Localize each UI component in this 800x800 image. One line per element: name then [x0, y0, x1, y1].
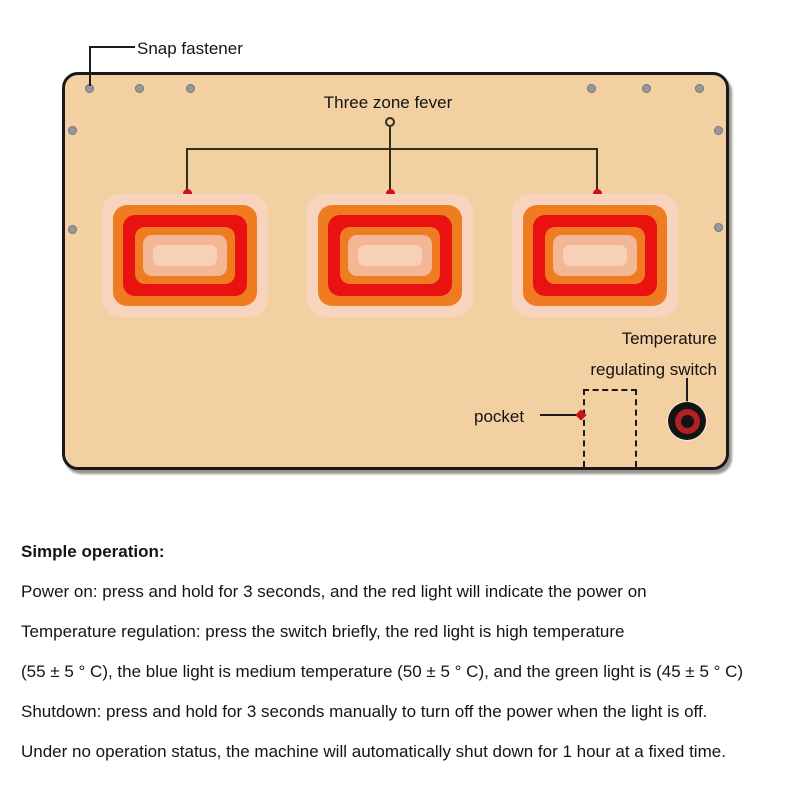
zone-pointer-dot [593, 189, 602, 198]
three-zone-fever-label: Three zone fever [323, 93, 453, 112]
zone-connector-line [389, 127, 391, 191]
snap-fastener-connector-line [89, 46, 91, 86]
zone-pointer-dot [386, 189, 395, 198]
zone-connector-line [186, 148, 188, 193]
circle-marker-icon [385, 117, 395, 127]
instruction-line: Shutdown: press and hold for 3 seconds m… [21, 702, 708, 721]
instructions-title: Simple operation: [21, 542, 165, 561]
temperature-switch-label-line1: Temperature [621, 329, 717, 348]
snap-fastener-connector-line [89, 46, 135, 48]
heating-zone-middle [307, 194, 473, 317]
zone-connector-line [596, 148, 598, 193]
zone-connector-line [187, 148, 598, 150]
instructions-section: Simple operation: Power on: press and ho… [21, 542, 793, 782]
instruction-line: (55 ± 5 ° C), the blue light is medium t… [21, 662, 744, 681]
zone-layer-center [153, 245, 217, 266]
pocket-connector-line [540, 414, 578, 416]
temperature-switch-label: Temperature regulating switch [500, 323, 717, 385]
snap-fastener-dot [68, 126, 77, 135]
heating-zone-left [102, 194, 268, 317]
switch-center [680, 414, 694, 428]
snap-fastener-dot [68, 225, 77, 234]
snap-fastener-dot [695, 84, 704, 93]
switch-connector-line [686, 378, 688, 403]
zone-layer-center [563, 245, 627, 266]
instruction-line: Temperature regulation: press the switch… [21, 622, 625, 641]
instruction-line: Power on: press and hold for 3 seconds, … [21, 582, 647, 601]
snap-fastener-dot [642, 84, 651, 93]
pocket-label: pocket [474, 407, 525, 426]
temperature-switch-label-line2: regulating switch [590, 360, 717, 379]
switch-red-ring [674, 408, 700, 434]
snap-fastener-dot [714, 223, 723, 232]
pocket-outline [583, 389, 637, 467]
zone-layer-center [358, 245, 422, 266]
instruction-line: Under no operation status, the machine w… [21, 742, 726, 761]
temperature-switch-button [668, 402, 706, 440]
snap-fastener-dot [714, 126, 723, 135]
zone-pointer-dot [183, 189, 192, 198]
snap-fastener-dot [186, 84, 195, 93]
heating-zone-right [512, 194, 678, 317]
snap-fastener-dot [85, 84, 94, 93]
snap-fastener-dot [135, 84, 144, 93]
snap-fastener-label: Snap fastener [137, 39, 243, 58]
snap-fastener-dot [587, 84, 596, 93]
